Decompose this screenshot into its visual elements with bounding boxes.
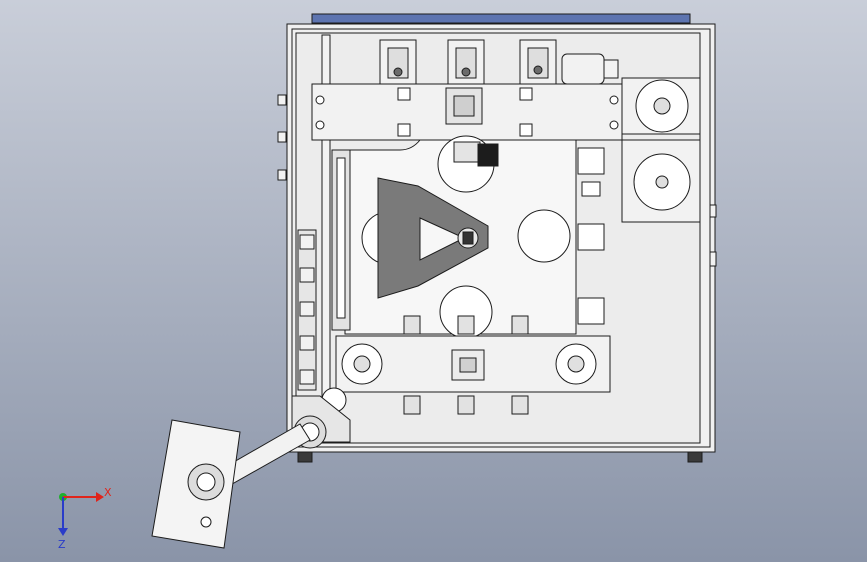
side-connectors [277, 94, 717, 267]
pendant-assembly[interactable] [151, 419, 311, 549]
center-motor-black [477, 143, 499, 167]
pendant-button[interactable] [200, 516, 212, 528]
right-reel-lower[interactable] [621, 139, 701, 223]
triad-x-arrow [96, 492, 104, 502]
guide-blocks-top [403, 315, 529, 335]
top-lid[interactable] [311, 13, 691, 24]
triad-x-label: X [104, 486, 112, 499]
gripper-module-2[interactable] [447, 39, 485, 87]
inner-frame [291, 28, 711, 448]
gripper-module-3[interactable] [519, 39, 557, 87]
upper-beam-mounts [315, 87, 619, 137]
guide-blocks-bottom [403, 395, 529, 415]
machine-assembly[interactable] [277, 13, 717, 463]
orientation-triad: X Z [58, 486, 112, 551]
right-reel-upper[interactable] [621, 77, 701, 135]
triangle-bracket[interactable] [377, 177, 489, 299]
lower-center-mount-face [459, 357, 477, 373]
pendant-joint-inner [196, 472, 216, 492]
lower-beam-flanges[interactable] [341, 343, 597, 385]
triad-z-arrow [58, 528, 68, 536]
gripper-module-1[interactable] [379, 39, 417, 87]
bracket-hub-core [462, 231, 474, 245]
center-motor[interactable] [453, 141, 481, 163]
triad-z-label: Z [58, 538, 66, 551]
stepper-motor-upper-face [453, 95, 475, 117]
machine-feet [297, 451, 703, 463]
top-motor[interactable] [561, 53, 619, 85]
door-hinges [299, 234, 315, 385]
right-column-mounts [577, 147, 605, 325]
slot-vertical-inner [336, 157, 346, 319]
